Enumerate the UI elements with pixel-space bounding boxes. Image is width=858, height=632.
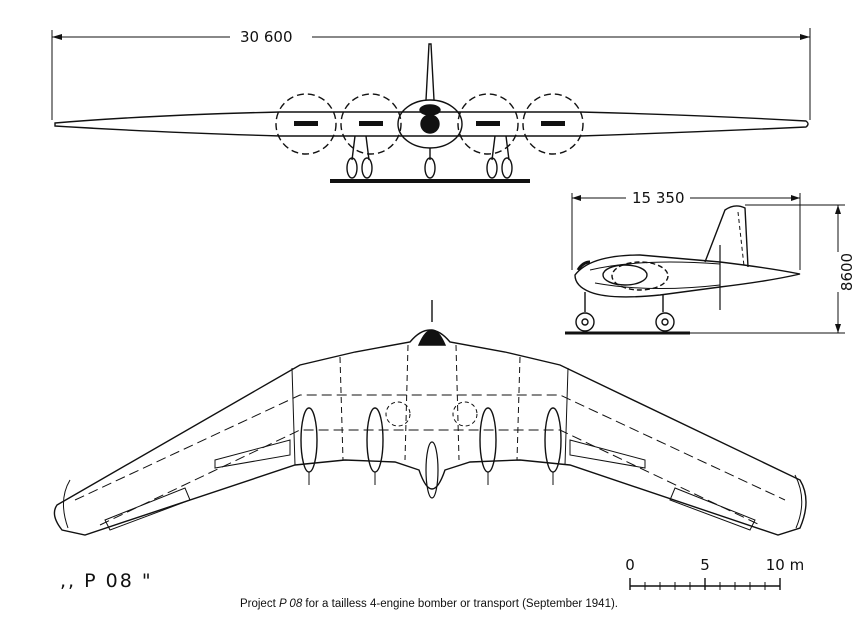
scale-label-5: 5 <box>700 556 710 574</box>
scale-bar <box>629 578 781 590</box>
scale-label-0: 0 <box>625 556 635 574</box>
scale-label-10: 10 m <box>766 556 804 574</box>
front-view <box>51 28 811 183</box>
caption-suffix: for a tailless 4-engine bomber or transp… <box>302 598 618 610</box>
plan-view <box>53 300 807 536</box>
span-dimension-label: 30 600 <box>240 28 293 46</box>
caption-project: P 08 <box>278 598 303 610</box>
caption-prefix: Project <box>239 598 279 610</box>
project-label: ,, P 08 " <box>60 570 153 592</box>
figure-caption: Project P 08 for a tailless 4-engine bom… <box>0 598 858 610</box>
side-view <box>565 193 845 335</box>
height-dimension-label: 8600 <box>838 253 856 291</box>
length-dimension-label: 15 350 <box>632 189 685 207</box>
